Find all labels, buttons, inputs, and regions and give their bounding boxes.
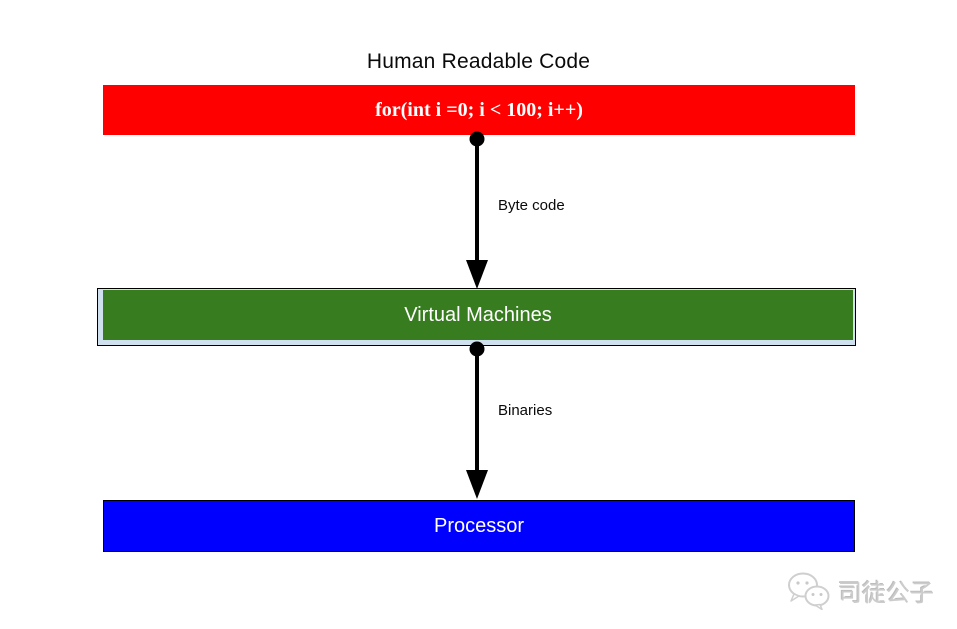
down-arrow-binaries [466, 341, 488, 499]
wechat-icon [788, 572, 830, 610]
arrow-head-icon [466, 470, 488, 499]
watermark-text: 司徒公子 [838, 579, 934, 607]
processor-label: Processor [433, 514, 525, 537]
binaries-label: Binaries [498, 402, 553, 419]
processor-box: Processor [103, 500, 855, 552]
diagram-title: Human Readable Code [366, 50, 591, 73]
byte-code-label: Byte code [498, 197, 565, 214]
arrow-head-icon [466, 260, 488, 289]
arrow-shaft [475, 349, 479, 471]
down-arrow-byte-code [466, 131, 488, 289]
code-snippet-label: for(int i =0; i < 100; i++) [375, 98, 583, 121]
watermark: 司徒公子 [786, 570, 934, 610]
virtual-machines-label: Virtual Machines [404, 303, 552, 326]
virtual-machines-box: Virtual Machines [103, 290, 853, 340]
human-readable-code-box: for(int i =0; i < 100; i++) [103, 85, 855, 135]
arrow-shaft [475, 139, 479, 261]
